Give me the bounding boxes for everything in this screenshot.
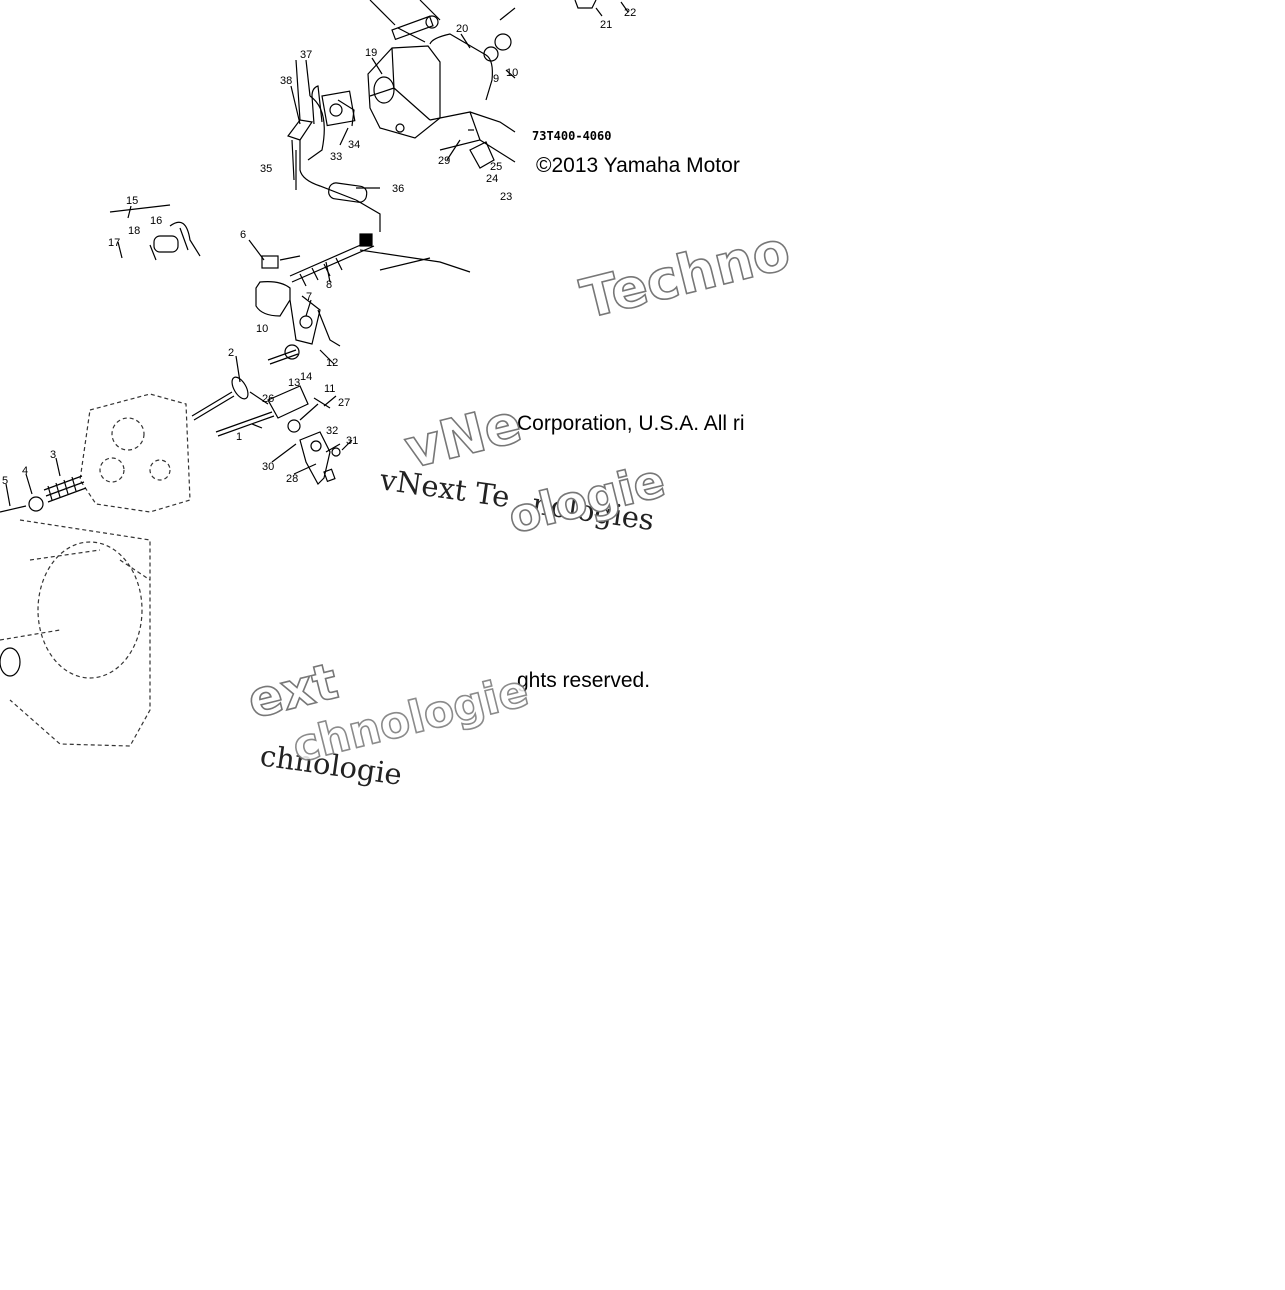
valve-assembly [191, 376, 341, 485]
callout-number: 13 [288, 377, 300, 389]
callout-number: 28 [286, 473, 298, 485]
callout-number: 8 [326, 279, 332, 291]
callout-number: 11 [324, 383, 335, 395]
rocker-assembly [255, 233, 471, 365]
callout-number: 24 [486, 173, 498, 185]
callout-number: 6 [240, 229, 246, 241]
callout-number: 1 [236, 431, 242, 443]
callout-number: 38 [280, 75, 292, 87]
callout-number: 10 [256, 323, 268, 335]
callout-number: 31 [346, 435, 358, 447]
callout-number: 2 [228, 347, 234, 359]
callout-number: 30 [262, 461, 274, 473]
callout-number: 35 [260, 163, 272, 175]
callout-number: 19 [365, 47, 377, 59]
callout-number: 20 [456, 23, 468, 35]
callout-number: 36 [392, 183, 404, 195]
leader-lines [5, 33, 471, 507]
callout-number: 15 [126, 195, 138, 207]
callout-number: 26 [262, 393, 274, 405]
callout-number: 10 [506, 67, 518, 79]
callout-number: 12 [326, 357, 338, 369]
bracket-cluster [109, 204, 201, 261]
callout-number: 21 [600, 19, 612, 31]
callout-number: 27 [338, 397, 350, 409]
callout-number: 3 [50, 449, 56, 461]
cylinder-head [0, 393, 191, 747]
callout-number: 29 [438, 155, 450, 167]
callout-number: 5 [2, 475, 8, 487]
copyright-line-1: ©2013 Yamaha Motor [536, 154, 740, 177]
hose-assembly [287, 59, 381, 232]
callout-number: 9 [493, 73, 499, 85]
callout-number: 7 [306, 291, 312, 303]
callout-number: 37 [300, 49, 312, 61]
callout-number: 18 [128, 225, 140, 237]
callout-number: 16 [150, 215, 162, 227]
callout-number: 33 [330, 151, 342, 163]
callout-number: 17 [108, 237, 120, 249]
valve-spring [0, 475, 87, 677]
copyright-line-3: ghts reserved. [517, 669, 651, 692]
upper-right-strip [367, 0, 629, 200]
callout-number: 23 [500, 191, 512, 203]
callout-number: 32 [326, 425, 338, 437]
callout-number: 34 [348, 139, 360, 151]
part-code: 73T400-4060 [532, 129, 611, 143]
callout-number: 25 [490, 161, 502, 173]
copyright-line-2: Corporation, U.S.A. All ri [517, 412, 745, 435]
callout-number: 14 [300, 371, 312, 383]
callout-number: 4 [22, 465, 28, 477]
callout-number: 22 [624, 7, 636, 19]
